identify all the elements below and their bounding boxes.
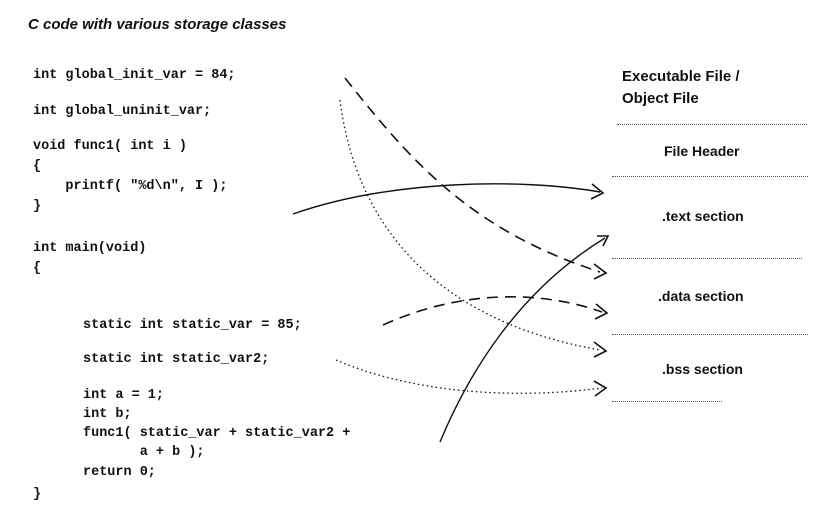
arrowhead-global-init-to-data (593, 263, 608, 280)
section-file-header: File Header (664, 143, 740, 159)
diagram-title: C code with various storage classes (28, 16, 287, 33)
section-text: .text section (662, 208, 744, 224)
code-main-open-brace: { (33, 261, 42, 276)
divider-top (617, 124, 807, 125)
code-return-statement: return 0; (83, 465, 156, 480)
code-func1-call-line2: a + b ); (83, 445, 205, 460)
divider-data-bss (612, 334, 808, 335)
section-data: .data section (658, 288, 744, 304)
code-main-close-brace: } (33, 487, 42, 502)
code-global-init-var: int global_init_var = 84; (33, 68, 236, 83)
arrow-global-uninit-to-bss (339, 99, 601, 351)
code-func1-close-brace: } (33, 199, 42, 214)
code-global-uninit-var: int global_uninit_var; (33, 104, 212, 119)
arrowhead-static-var2-to-bss (593, 380, 608, 397)
arrowhead-main-to-text (597, 235, 610, 247)
divider-text-data (612, 258, 802, 259)
arrow-static-var-to-data (382, 296, 603, 326)
code-func1-open-brace: { (33, 159, 42, 174)
code-func1-signature: void func1( int i ) (33, 139, 187, 154)
arrow-main-to-text (439, 237, 606, 443)
code-func1-printf: printf( "%d\n", I ); (33, 179, 228, 194)
arrowhead-func1-to-text (590, 183, 605, 200)
divider-bottom (612, 401, 722, 402)
object-file-title: Executable File / Object File (622, 68, 740, 107)
code-int-a: int a = 1; (83, 388, 165, 403)
arrow-static-var2-to-bss (335, 359, 603, 394)
code-static-var2: static int static_var2; (83, 352, 270, 367)
code-static-var: static int static_var = 85; (83, 318, 302, 333)
code-int-b: int b; (83, 407, 132, 422)
code-func1-call-line1: func1( static_var + static_var2 + (83, 426, 351, 441)
arrow-global-init-to-data (344, 77, 601, 273)
arrowhead-global-uninit-to-bss (593, 341, 608, 358)
section-bss: .bss section (662, 361, 743, 377)
arrowhead-static-var-to-data (594, 303, 609, 320)
divider-header-text (612, 176, 808, 177)
code-main-signature: int main(void) (33, 241, 147, 256)
arrow-func1-to-text (292, 183, 601, 215)
